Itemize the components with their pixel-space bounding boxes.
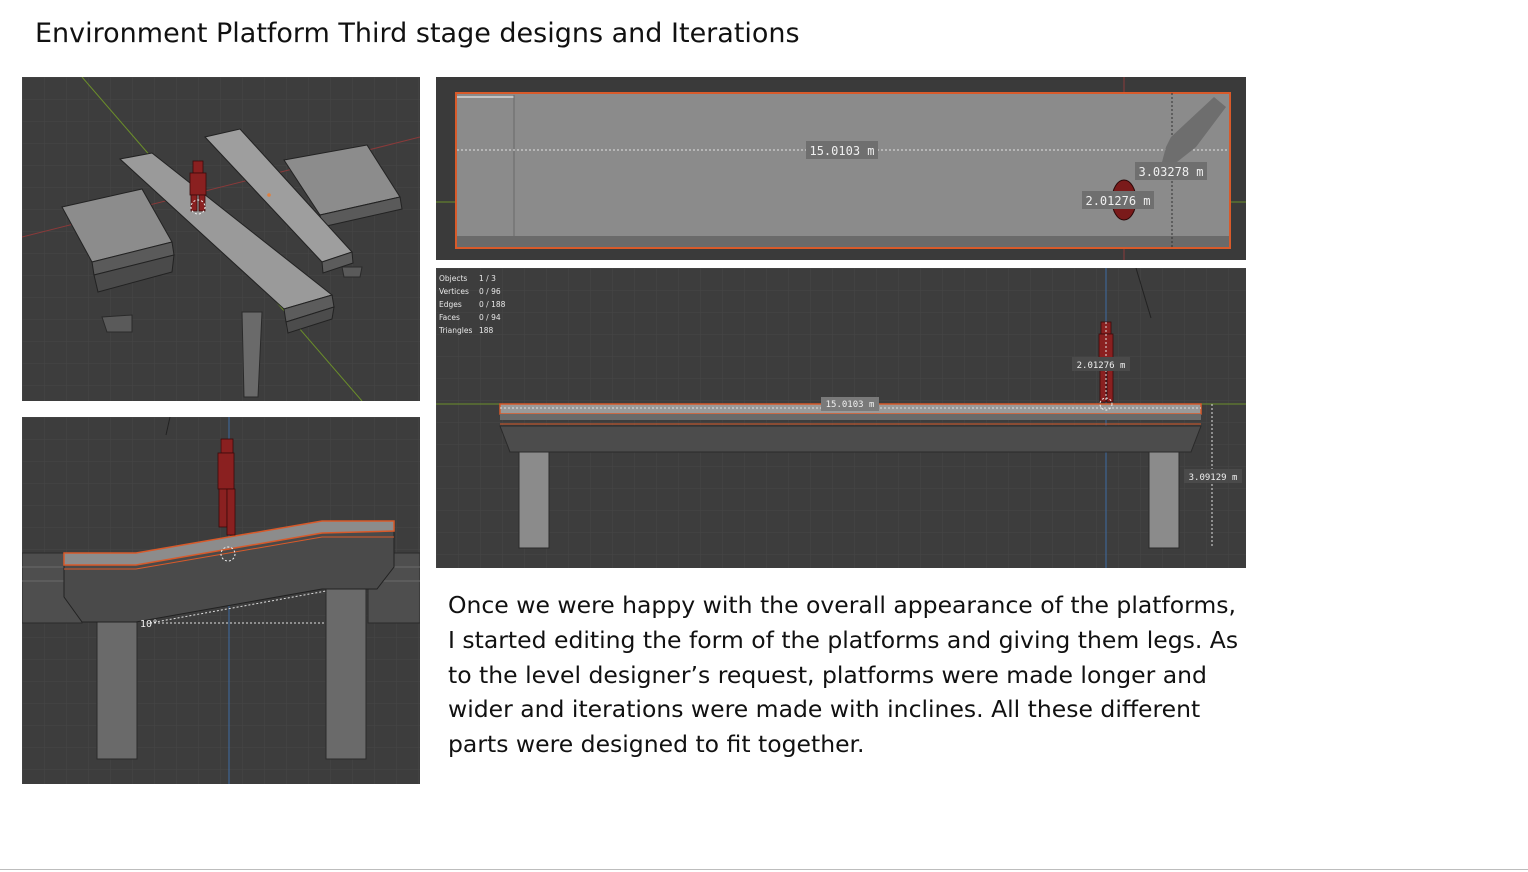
- top-character-measure: 2.01276 m: [1085, 194, 1150, 208]
- side-view-viewport-image: 10°: [22, 417, 420, 784]
- front-view-viewport-image: Objects 1 / 3 Vertices 0 / 96 Edges 0 / …: [436, 268, 1246, 568]
- top-length-measure: 15.0103 m: [809, 144, 874, 158]
- front-length-measure: 15.0103 m: [826, 400, 875, 410]
- stat-objects-value: 1 / 3: [479, 274, 496, 283]
- front-character-measure: 2.01276 m: [1077, 361, 1126, 371]
- top-view-viewport-image: 15.0103 m 3.03278 m 2.01276 m: [436, 77, 1246, 260]
- perspective-viewport-image: [22, 77, 420, 401]
- stat-faces-value: 0 / 94: [479, 313, 501, 322]
- stat-edges-label: Edges: [439, 300, 462, 309]
- stat-faces-label: Faces: [439, 313, 460, 322]
- stat-edges-value: 0 / 188: [479, 300, 506, 309]
- incline-angle-measure: 10°: [140, 619, 158, 630]
- top-width-measure: 3.03278 m: [1138, 165, 1203, 179]
- slide-description: Once we were happy with the overall appe…: [448, 591, 1239, 759]
- stat-vertices-label: Vertices: [439, 287, 469, 296]
- slide-title: Environment Platform Third stage designs…: [35, 18, 800, 49]
- stat-objects-label: Objects: [439, 274, 467, 283]
- stat-triangles-value: 188: [479, 326, 494, 335]
- stat-vertices-value: 0 / 96: [479, 287, 501, 296]
- bottom-divider: [0, 869, 1528, 870]
- stat-triangles-label: Triangles: [438, 326, 472, 335]
- front-height-measure: 3.09129 m: [1189, 473, 1238, 483]
